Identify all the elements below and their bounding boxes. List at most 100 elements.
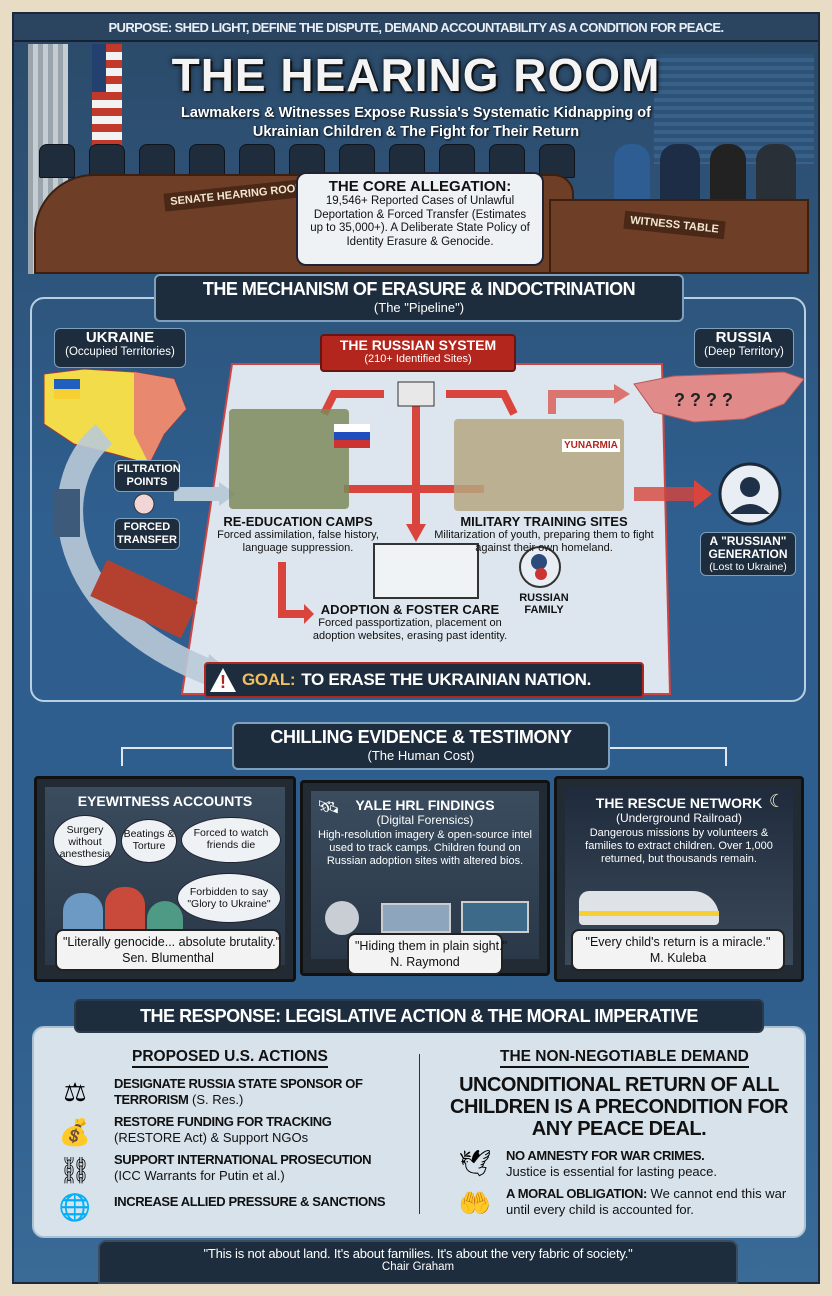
action-item: RESTORE FUNDING FOR TRACKING (RESTORE Ac… [114, 1114, 414, 1146]
quote-author: N. Raymond [390, 955, 460, 969]
purpose-banner: PURPOSE: SHED LIGHT, DEFINE THE DISPUTE,… [14, 14, 818, 42]
yale-subtitle: (Digital Forensics) [376, 813, 474, 827]
ukraine-label: UKRAINE (Occupied Territories) [54, 328, 186, 368]
svg-text:? ? ? ?: ? ? ? ? [674, 390, 733, 410]
demand-text: UNCONDITIONAL RETURN OF ALL CHILDREN IS … [450, 1074, 788, 1140]
quote-text: "Hiding them in plain sight." [355, 939, 508, 953]
russian-flag-icon [334, 424, 370, 432]
quote-text: "Every child's return is a miracle." [585, 935, 771, 949]
satellite-icon: 🛰 [317, 797, 340, 817]
dove-icon: 🕊 [458, 1147, 492, 1178]
blumenthal-quote: "Literally genocide... absolute brutalit… [55, 929, 281, 971]
kuleba-quote: "Every child's return is a miracle." M. … [571, 929, 785, 971]
point-rest: We cannot end this war until every child… [506, 1186, 787, 1217]
ukraine-subtitle: (Occupied Territories) [65, 346, 175, 358]
point-bold: NO AMNESTY FOR WAR CRIMES. [506, 1148, 705, 1163]
map-monitor-icon [381, 903, 451, 933]
deportation-arrow [57, 424, 219, 687]
closing-quote-box: "This is not about land. It's about fami… [98, 1240, 738, 1284]
witnesses [614, 144, 814, 204]
eyewitness-panel: EYEWITNESS ACCOUNTS Surgery without anes… [34, 776, 296, 982]
adoption-foster-care: ADOPTION & FOSTER CARE Forced passportiz… [310, 602, 510, 643]
action-bold: INCREASE ALLIED PRESSURE & SANCTIONS [114, 1194, 386, 1209]
rescue-text: Dangerous missions by volunteers & famil… [585, 827, 773, 865]
money-bag-gears-icon: 💰 [58, 1116, 92, 1147]
yale-title: YALE HRL FINDINGS [355, 797, 495, 813]
adoption-title: ADOPTION & FOSTER CARE [320, 602, 500, 617]
adoption-desc: Forced passportization, placement on ado… [312, 617, 508, 642]
goal-label: GOAL: [242, 670, 296, 689]
quote-author: Sen. Blumenthal [122, 951, 214, 965]
non-negotiable-title: THE NON-NEGOTIABLE DEMAND [500, 1048, 749, 1068]
action-item: DESIGNATE RUSSIA STATE SPONSOR OF TERROR… [114, 1076, 414, 1108]
handcuffs-un-icon: ⛓ [58, 1154, 92, 1185]
hands-protecting-child-icon: 🤲 [458, 1187, 492, 1218]
action-item: INCREASE ALLIED PRESSURE & SANCTIONS [114, 1194, 414, 1210]
quote-author: M. Kuleba [649, 951, 707, 965]
yunarmia-badge: YUNARMIA [562, 439, 620, 452]
reeducation-title: RE-EDUCATION CAMPS [223, 514, 373, 529]
quote-text: "Literally genocide... absolute brutalit… [63, 935, 281, 949]
mechanism-title: THE MECHANISM OF ERASURE & INDOCTRINATIO… [202, 279, 636, 299]
yale-text: High-resolution imagery & open-source in… [318, 829, 532, 867]
evidence-header: CHILLING EVIDENCE & TESTIMONY (The Human… [232, 722, 610, 770]
rescue-van-icon [579, 891, 719, 925]
filtration-points-label: FILTRATION POINTS [114, 460, 181, 492]
raymond-quote: "Hiding them in plain sight." N. Raymond [347, 933, 508, 975]
train-icon [90, 559, 198, 639]
response-header: THE RESPONSE: LEGISLATIVE ACTION & THE M… [74, 999, 764, 1033]
closing-quote-author: Chair Graham [381, 1261, 455, 1273]
russia-label: RUSSIA (Deep Territory) [694, 328, 794, 368]
government-building-icon [397, 381, 435, 407]
evidence-title: CHILLING EVIDENCE & TESTIMONY [270, 727, 572, 747]
page-title: THE HEARING ROOM [171, 49, 661, 101]
search-monitor-icon [461, 901, 529, 933]
core-allegation-title: THE CORE ALLEGATION: [328, 178, 512, 195]
goal-text: TO ERASE THE UKRAINIAN NATION. [301, 670, 592, 689]
action-rest: (RESTORE Act) & Support NGOs [114, 1130, 309, 1145]
action-bold: SUPPORT INTERNATIONAL PROSECUTION [114, 1152, 372, 1167]
closing-quote: "This is not about land. It's about fami… [203, 1246, 633, 1261]
action-rest: (S. Res.) [188, 1092, 244, 1107]
mechanism-graphics: ? ? ? ? [43, 363, 805, 695]
reeducation-desc: Forced assimilation, false history, lang… [217, 529, 379, 554]
point-bold: A MORAL OBLIGATION: [506, 1186, 647, 1201]
infographic-poster: PURPOSE: SHED LIGHT, DEFINE THE DISPUTE,… [12, 12, 820, 1284]
rescue-subtitle: (Underground Railroad) [615, 811, 743, 825]
gavel-scroll-icon: ⚖ [63, 1076, 87, 1107]
action-rest: (ICC Warrants for Putin et al.) [114, 1168, 285, 1183]
evidence-connector-arrows [121, 747, 727, 766]
eyewitness-title: EYEWITNESS ACCOUNTS [77, 793, 253, 809]
action-item: SUPPORT INTERNATIONAL PROSECUTION (ICC W… [114, 1152, 414, 1184]
page-subtitle: Lawmakers & Witnesses Expose Russia's Sy… [124, 104, 708, 142]
demand-point: NO AMNESTY FOR WAR CRIMES. Justice is es… [506, 1148, 802, 1180]
thought-bubble: Forced to watch friends die [181, 817, 281, 863]
adoption-laptop-icon [373, 543, 479, 599]
russia-map [633, 371, 805, 423]
russia-subtitle: (Deep Territory) [704, 346, 784, 358]
military-title: MILITARY TRAINING SITES [460, 514, 628, 529]
goal-banner: ! GOAL: TO ERASE THE UKRAINIAN NATION. [204, 662, 644, 698]
generation-subtitle: (Lost to Ukraine) [709, 561, 787, 573]
mechanism-subtitle: (The "Pipeline") [373, 300, 465, 315]
satellite-dish-icon [325, 901, 359, 935]
forced-transfer-label: FORCED TRANSFER [114, 518, 180, 550]
russian-system-subtitle: (210+ Identified Sites) [364, 353, 472, 365]
point-rest: Justice is essential for lasting peace. [506, 1164, 717, 1179]
demand-point: A MORAL OBLIGATION: We cannot end this w… [506, 1186, 802, 1218]
russian-family-label: RUSSIAN FAMILY [519, 592, 569, 616]
core-allegation-text: 19,546+ Reported Cases of Unlawful Depor… [310, 195, 530, 248]
proposed-actions-title: PROPOSED U.S. ACTIONS [132, 1048, 328, 1068]
column-divider [419, 1054, 420, 1214]
core-allegation-box: THE CORE ALLEGATION: 19,546+ Reported Ca… [296, 172, 544, 266]
classroom-illustration [229, 409, 349, 509]
thought-bubble: Beatings & Torture [121, 819, 177, 863]
rescue-network-panel: ☾ THE RESCUE NETWORK (Underground Railro… [554, 776, 804, 982]
mechanism-header: THE MECHANISM OF ERASURE & INDOCTRINATIO… [154, 274, 684, 322]
russian-system-header: THE RUSSIAN SYSTEM (210+ Identified Site… [320, 334, 516, 372]
moon-icon: ☾ [768, 791, 785, 811]
generation-title: A "RUSSIAN" GENERATION [708, 534, 788, 561]
filtration-icon [133, 493, 155, 515]
globe-handshake-icon: 🌐 [58, 1191, 92, 1222]
evidence-subtitle: (The Human Cost) [367, 748, 475, 763]
